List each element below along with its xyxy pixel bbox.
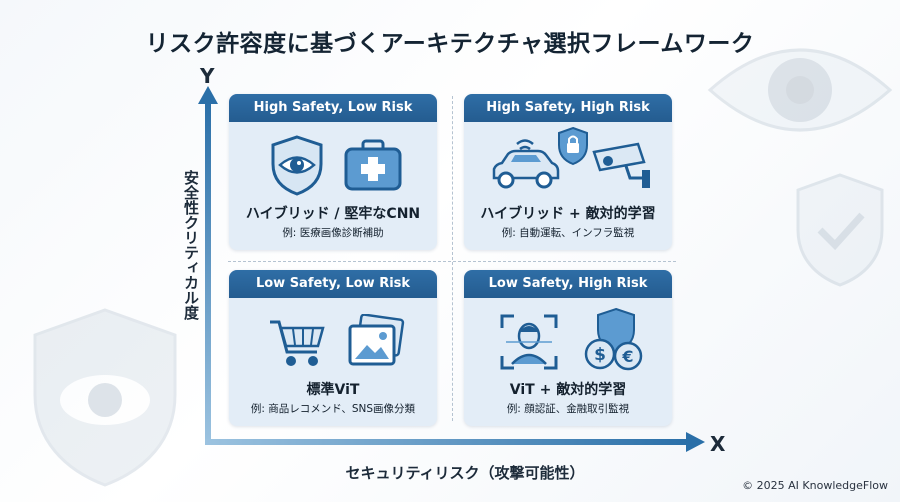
quadrant-low-safety-high-risk: Low Safety, High Risk $ € ViT + 敵対的学習 例:… — [464, 270, 672, 426]
shopping-cart-icon — [270, 320, 325, 366]
quadrant-title: ViT + 敵対的学習 — [509, 382, 627, 398]
photo-icon — [348, 314, 405, 366]
currency-shield-icon: $ € — [584, 307, 643, 371]
connected-car-icon — [492, 139, 560, 189]
quadrant-divider-vertical — [452, 96, 453, 421]
x-axis-arrow — [686, 432, 705, 452]
y-axis-label: 安全性クリティカル度 — [182, 170, 200, 320]
quadrant-title: ハイブリッド + 敵対的学習 — [480, 206, 656, 222]
background-shield-check-right — [796, 173, 884, 287]
quadrant-divider-horizontal — [228, 261, 676, 262]
y-axis-arrow — [198, 86, 218, 104]
quadrant-icons — [229, 132, 437, 198]
background-shield-eye-left — [33, 308, 177, 487]
quadrant-header: High Safety, Low Risk — [229, 94, 437, 122]
quadrant-icons — [229, 308, 437, 374]
svg-text:€: € — [621, 347, 633, 366]
shield-eye-icon — [271, 135, 323, 196]
medical-kit-icon — [344, 139, 402, 191]
y-axis-line — [205, 100, 211, 445]
page-title: リスク許容度に基づくアーキテクチャ選択フレームワーク — [145, 31, 755, 57]
x-axis-letter: X — [710, 432, 726, 456]
quadrant-title: ハイブリッド / 堅牢なCNN — [245, 206, 421, 222]
quadrant-example: 例: 自動運転、インフラ監視 — [501, 227, 635, 239]
quadrant-example: 例: 医療画像診断補助 — [282, 227, 384, 239]
quadrant-icons — [464, 126, 672, 198]
quadrant-header: High Safety, High Risk — [464, 94, 672, 122]
quadrant-low-safety-low-risk: Low Safety, Low Risk 標準ViT 例: 商品レコメンド、SN… — [229, 270, 437, 426]
svg-text:$: $ — [594, 345, 606, 365]
security-camera-icon — [592, 142, 650, 188]
background-eye-right — [707, 48, 893, 132]
quadrant-title: 標準ViT — [306, 382, 360, 398]
lock-shield-icon — [558, 126, 588, 166]
face-scan-icon — [500, 314, 558, 370]
quadrant-high-safety-low-risk: High Safety, Low Risk ハイブリッド / 堅牢なCNN 例:… — [229, 94, 437, 250]
quadrant-example: 例: 顔認証、金融取引監視 — [506, 403, 630, 415]
copyright: © 2025 AI KnowledgeFlow — [742, 479, 888, 492]
quadrant-example: 例: 商品レコメンド、SNS画像分類 — [250, 403, 416, 415]
quadrant-high-safety-high-risk: High Safety, High Risk ハイブリッド + 敵対的学習 例:… — [464, 94, 672, 250]
quadrant-header: Low Safety, High Risk — [464, 270, 672, 298]
quadrant-header: Low Safety, Low Risk — [229, 270, 437, 298]
quadrant-icons: $ € — [464, 307, 672, 374]
x-axis-label: セキュリティリスク（攻撃可能性） — [345, 464, 585, 482]
y-axis-letter: Y — [200, 64, 215, 88]
x-axis-line — [205, 439, 690, 445]
